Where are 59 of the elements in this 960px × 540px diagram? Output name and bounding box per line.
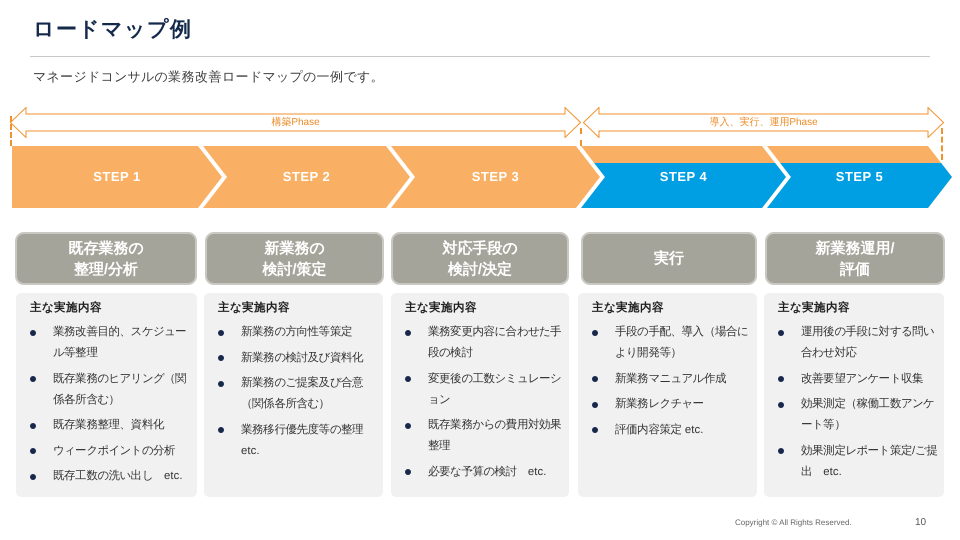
- list-item-text: 必要な予算の検討 etc.: [428, 464, 548, 480]
- list-item-text: 既存業務のヒアリング（関係各所含む）: [53, 372, 188, 408]
- list-item-text: 新業務マニュアル作成: [615, 371, 727, 386]
- content-panel: [16, 293, 197, 497]
- list-item-text: 既存業務からの費用対効果整理: [428, 417, 562, 454]
- list-item-text: 業務移行優先度等の整理 etc.: [241, 422, 364, 458]
- panel-heading: 主な実施内容: [778, 300, 851, 316]
- phase-label: 導入、実行、運用Phase: [709, 116, 818, 130]
- panel-heading: 主な実施内容: [30, 300, 103, 316]
- step-banner: [767, 146, 952, 208]
- content-panel: [578, 293, 757, 497]
- step-banner: [391, 146, 600, 208]
- step-label: STEP 2: [282, 168, 330, 186]
- heading-card: [581, 232, 757, 285]
- list-item-text: ウィークポイントの分析: [53, 444, 176, 458]
- list-item-text: 運用後の手段に対する問い合わせ対応: [801, 324, 936, 361]
- list-item-text: 業務変更内容に合わせた手段の検討: [428, 324, 562, 361]
- list-item-text: 変更後の工数シミュレーション: [428, 371, 562, 408]
- list-item-text: 改善要望アンケート収集: [801, 371, 924, 386]
- step-label: STEP 4: [660, 168, 708, 186]
- subtitle-text: マネージドコンサルの業務改善ロードマップの一例です。: [33, 68, 384, 86]
- panel-heading: 主な実施内容: [405, 300, 478, 316]
- list-item-text: 新業務の方向性等策定: [241, 324, 353, 340]
- panel-heading: 主な実施内容: [218, 300, 291, 316]
- heading-card: [391, 232, 569, 285]
- heading-text: 新業務の検討/策定: [261, 238, 328, 280]
- list-item-text: 新業務レクチャー: [615, 396, 705, 412]
- content-panel: [391, 293, 569, 497]
- list-item-text: 評価内容策定 etc.: [615, 422, 704, 438]
- step-label: STEP 5: [836, 168, 884, 186]
- list-item-text: 効果測定レポート策定/ご提出 etc.: [801, 444, 938, 480]
- content-panel: [204, 293, 383, 497]
- copyright-text: Copyright © All Rights Reserved.: [735, 517, 852, 529]
- phase-banner: [10, 107, 581, 138]
- step-banner: [581, 146, 786, 208]
- list-item-text: 既存工数の洗い出し etc.: [53, 468, 184, 484]
- list-item-text: 新業務のご提案及び合意（関係各所含む）: [241, 375, 364, 412]
- step-banner: [203, 146, 410, 208]
- page-number: 10: [915, 516, 926, 530]
- heading-card: [15, 232, 197, 285]
- slide-title: ロードマップ例: [33, 16, 192, 43]
- list-item-text: 業務改善目的、スケジュール等整理: [53, 324, 188, 361]
- panel-heading: 主な実施内容: [592, 300, 665, 316]
- heading-card: [205, 232, 384, 285]
- list-item-text: 効果測定（稼働工数アンケート等）: [801, 396, 936, 433]
- content-panel: [764, 293, 944, 497]
- heading-card: [765, 232, 945, 285]
- list-item-text: 新業務の検討及び資料化: [241, 350, 364, 366]
- step-label: STEP 1: [93, 168, 141, 186]
- list-item-text: 既存業務整理、資料化: [53, 418, 166, 433]
- phase-label: 構築Phase: [271, 116, 320, 130]
- heading-text: 対応手段の検討/決定: [441, 238, 518, 280]
- heading-text: 新業務運用/評価: [814, 238, 896, 280]
- step-banner: [12, 146, 222, 208]
- list-item-text: 手段の手配、導入（場合により開発等）: [615, 324, 750, 361]
- heading-text: 既存業務の整理/分析: [68, 238, 144, 280]
- step-label: STEP 3: [472, 168, 520, 186]
- phase-banner: [583, 107, 944, 138]
- heading-text: 実行: [654, 249, 684, 269]
